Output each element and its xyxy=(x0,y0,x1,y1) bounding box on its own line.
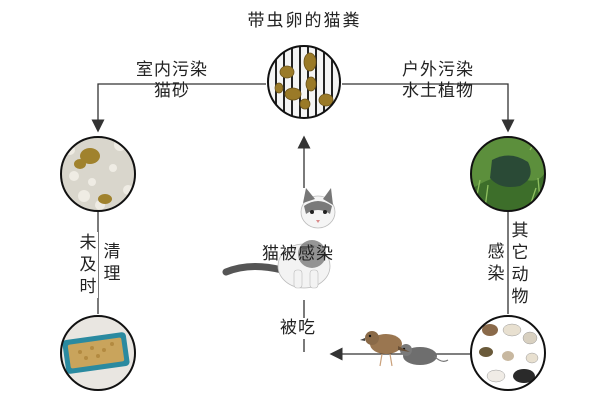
indoor-pollution-line2: 猫砂 xyxy=(154,81,190,101)
cat-infected-label: 猫被感染 xyxy=(262,244,334,264)
litter-box-image xyxy=(61,316,135,390)
indoor-pollution-line1: 室内污染 xyxy=(136,60,208,80)
eaten-label: 被吃 xyxy=(280,318,316,339)
feces-grate-image xyxy=(268,46,340,118)
cat-image xyxy=(222,188,336,289)
arrow-top-to-left xyxy=(91,83,266,133)
infect-label: 感染 xyxy=(486,241,506,285)
diagram-title: 带虫卵的猫粪 xyxy=(247,11,362,31)
not-timely-label: 未及时 xyxy=(78,232,98,298)
clean-label: 清理 xyxy=(102,241,122,285)
outdoor-pollution-label: 户外污染 水土植物 xyxy=(392,60,484,102)
bottom-left-circle-border xyxy=(60,315,136,391)
outdoor-pollution-line2: 水土植物 xyxy=(402,81,474,101)
indoor-pollution-label: 室内污染 猫砂 xyxy=(128,60,216,102)
bird-and-mouse-image xyxy=(360,331,449,367)
left-circle-border xyxy=(60,136,136,212)
arrow-top-to-right xyxy=(342,83,515,133)
top-circle-border xyxy=(267,45,341,119)
litter-feces-image xyxy=(61,137,135,211)
right-circle-border xyxy=(470,136,546,212)
grass-water-image xyxy=(471,137,545,211)
animals-image xyxy=(471,316,545,390)
outdoor-pollution-line1: 户外污染 xyxy=(402,60,474,80)
bottom-right-circle-border xyxy=(470,315,546,391)
other-animals-label: 其它动物 xyxy=(510,220,530,308)
